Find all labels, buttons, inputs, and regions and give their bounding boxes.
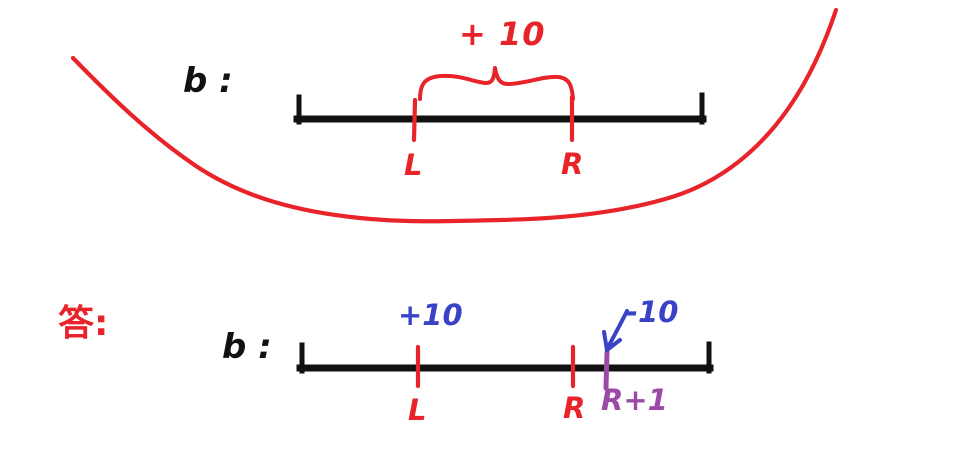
bottom-tick-label-R: R bbox=[563, 391, 586, 425]
bottom-tick-R-plus-1 bbox=[603, 349, 610, 391]
top-array-label: b : bbox=[183, 61, 233, 101]
top-brace bbox=[418, 66, 575, 101]
answer-marker: 答: bbox=[58, 303, 109, 344]
top-tick-label-L: L bbox=[404, 148, 423, 182]
bottom-tick-label-R-plus-1: R+1 bbox=[601, 383, 668, 417]
top-tick-L bbox=[411, 97, 418, 143]
red-u-curve bbox=[70, 7, 839, 224]
bottom-delta-sub-label: -10 bbox=[626, 295, 679, 329]
bottom-tick-label-L: L bbox=[408, 393, 427, 427]
bottom-delta-add-label: +10 bbox=[398, 298, 463, 332]
top-brace-annotation: + 10 bbox=[459, 15, 546, 53]
bottom-minus-arrowhead bbox=[602, 330, 622, 352]
bottom-array-label: b : bbox=[222, 327, 272, 367]
top-tick-label-R: R bbox=[561, 147, 584, 181]
bottom-minus-arrow bbox=[605, 309, 629, 351]
